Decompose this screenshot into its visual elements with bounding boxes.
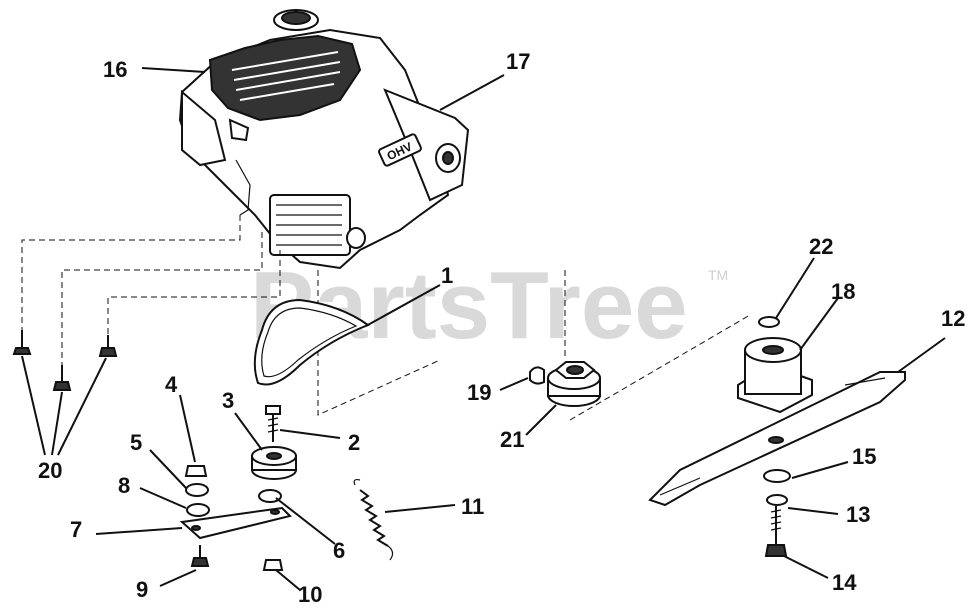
callout-1: 1 xyxy=(441,263,453,288)
callout-10: 10 xyxy=(298,582,322,607)
bolt-20-c xyxy=(98,335,118,357)
hex-nut-10 xyxy=(262,559,284,571)
spacer xyxy=(258,489,282,503)
bolt-9 xyxy=(190,545,210,567)
shoulder-bolt xyxy=(265,405,281,442)
callout-11: 11 xyxy=(461,494,484,519)
bolt-20-b xyxy=(52,365,72,391)
extension-spring xyxy=(353,478,394,561)
drive-belt xyxy=(253,298,371,386)
callout-18: 18 xyxy=(831,279,855,304)
callout-6: 6 xyxy=(333,538,345,563)
callout-17: 17 xyxy=(506,49,530,74)
woodruff-key xyxy=(529,366,545,385)
callout-14: 14 xyxy=(832,570,857,595)
callout-5: 5 xyxy=(130,430,142,455)
blade-adapter xyxy=(547,361,601,407)
watermark-trademark: TM xyxy=(708,267,728,283)
blade-hub xyxy=(737,337,813,414)
leader-lines xyxy=(21,67,946,591)
callout-8: 8 xyxy=(118,473,130,498)
idler-arm xyxy=(179,506,292,540)
idler-pulley xyxy=(251,446,297,480)
washer-22 xyxy=(758,316,780,328)
washer-15 xyxy=(763,469,791,483)
callout-16: 16 xyxy=(103,57,127,82)
mower-blade xyxy=(648,371,906,507)
callout-9: 9 xyxy=(136,577,148,602)
bolt-20-a xyxy=(12,330,32,355)
callout-2: 2 xyxy=(348,430,360,455)
callout-4: 4 xyxy=(165,372,178,397)
callout-7: 7 xyxy=(70,517,82,542)
blade-bolt xyxy=(764,506,788,557)
callout-labels: 16 17 1 2 3 4 5 8 7 6 9 10 11 19 21 22 1… xyxy=(38,49,965,607)
callout-19: 19 xyxy=(467,380,491,405)
callout-15: 15 xyxy=(852,444,876,469)
callout-12: 12 xyxy=(941,306,965,331)
callout-22: 22 xyxy=(809,234,833,259)
washer-8 xyxy=(186,503,210,517)
engine-illustration: OHV xyxy=(178,9,470,270)
callout-20: 20 xyxy=(38,458,62,483)
callout-3: 3 xyxy=(222,388,234,413)
washer-5 xyxy=(185,483,209,497)
lock-washer-13 xyxy=(766,494,788,506)
callout-21: 21 xyxy=(500,427,524,452)
engine-mount-dash-lines xyxy=(21,215,751,421)
callout-13: 13 xyxy=(846,502,870,527)
hex-nut-4 xyxy=(184,465,208,477)
